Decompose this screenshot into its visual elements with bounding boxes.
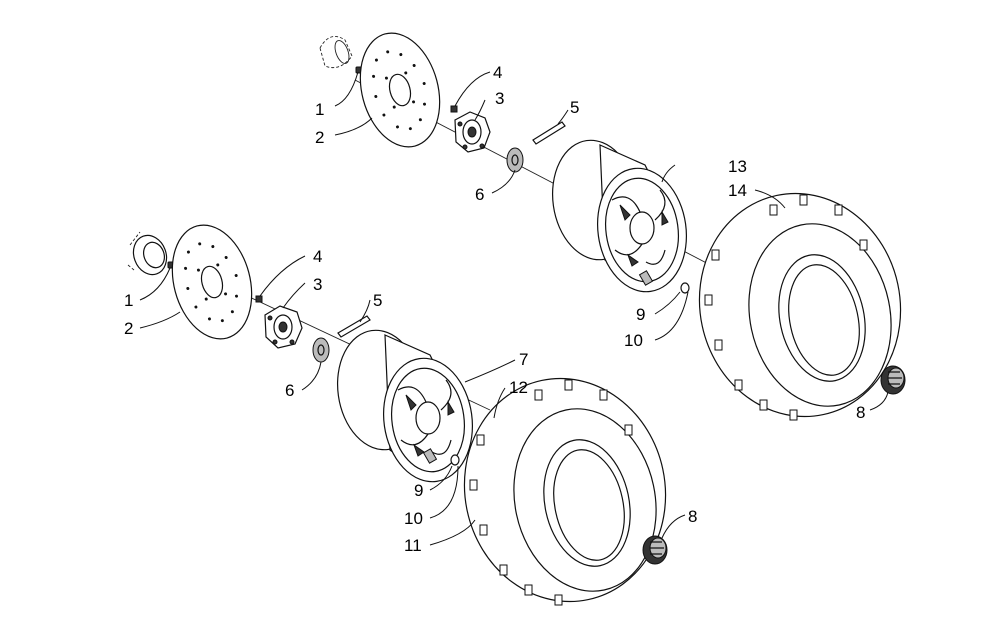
- lower-wheel-hub: [264, 305, 303, 349]
- upper-brake-disc: [359, 32, 441, 148]
- lower-hub-stud: [255, 295, 263, 303]
- callout-labels: 1 2 4 3 5 6 13 14 9 10 8 1 2 4 3 5 6 7 1…: [124, 63, 865, 555]
- upper-tire: [698, 192, 902, 421]
- callout-lower-5: 5: [373, 291, 382, 310]
- upper-hub-stud: [450, 105, 458, 113]
- callout-upper-14: 14: [728, 181, 747, 200]
- callout-lower-11: 11: [404, 536, 422, 555]
- callout-lower-7: 7: [519, 350, 528, 369]
- lower-rim: [336, 329, 474, 483]
- lower-bearing-sketch: [127, 231, 168, 276]
- lower-tire: [463, 377, 667, 606]
- lower-cotter-pin: [337, 315, 371, 338]
- callout-upper-3: 3: [495, 89, 504, 108]
- callout-upper-1: 1: [315, 100, 324, 119]
- callout-upper-5: 5: [570, 98, 579, 117]
- callout-upper-2: 2: [315, 128, 324, 147]
- lower-brake-disc: [171, 224, 253, 340]
- lower-wheel-assembly: [127, 224, 668, 606]
- callout-upper-8: 8: [856, 403, 865, 422]
- callout-lower-4: 4: [313, 247, 322, 266]
- upper-cotter-pin: [532, 121, 566, 145]
- lower-valve-cap: [450, 454, 460, 466]
- callout-lower-6: 6: [285, 381, 294, 400]
- callout-upper-9: 9: [636, 305, 645, 324]
- callout-upper-13: 13: [728, 157, 747, 176]
- callout-lower-12: 12: [509, 378, 528, 397]
- lower-lug-nut: [642, 535, 668, 565]
- callout-upper-6: 6: [475, 185, 484, 204]
- upper-wheel-hub: [454, 111, 491, 153]
- upper-lug-nut: [880, 365, 906, 395]
- callout-lower-1: 1: [124, 291, 133, 310]
- upper-wheel-assembly: [319, 32, 906, 421]
- upper-hub-nut: [506, 147, 524, 173]
- upper-valve-cap: [680, 282, 690, 294]
- callout-lower-9: 9: [414, 481, 423, 500]
- callout-lower-10: 10: [404, 509, 423, 528]
- callout-upper-4: 4: [493, 63, 502, 82]
- upper-knuckle-sketch: [319, 35, 353, 69]
- upper-rim: [551, 139, 688, 293]
- callout-lower-3: 3: [313, 275, 322, 294]
- callout-lower-8: 8: [688, 507, 697, 526]
- lower-hub-nut: [312, 337, 330, 363]
- leader-lines: [139, 71, 889, 546]
- callout-lower-2: 2: [124, 319, 133, 338]
- callout-upper-10: 10: [624, 331, 643, 350]
